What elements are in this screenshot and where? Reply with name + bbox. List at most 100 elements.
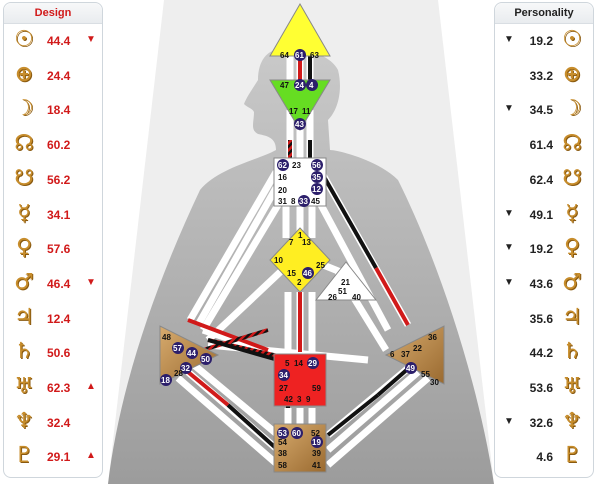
planet-icon: ☽: [14, 96, 34, 122]
planet-icon: ☋: [14, 165, 34, 191]
personality-row: ♃35.6: [495, 303, 593, 333]
gate-marker: [311, 183, 323, 195]
personality-row: ☽34.5▼: [495, 94, 593, 124]
gate-marker: [200, 353, 212, 365]
gate-line-value: 24.4: [47, 68, 71, 83]
bodygraph-chart: 64 61 63 47 24 4 17 11 43 62 23 56 16 35…: [108, 0, 494, 484]
gate-line-value: 44.2: [529, 346, 553, 361]
gate-label: 18: [161, 376, 170, 385]
gate-marker: [405, 362, 417, 374]
planet-icon: ☊: [14, 131, 34, 157]
planet-icon: ☊: [562, 131, 582, 157]
gate-label: 26: [328, 293, 337, 302]
gate-marker: [294, 118, 306, 130]
planet-icon: ♇: [14, 443, 34, 469]
gate-marker: [294, 49, 306, 61]
fixing-arrow-icon: ▼: [504, 242, 514, 254]
gate-label: 44: [187, 349, 196, 358]
gate-line-value: 35.6: [529, 311, 553, 326]
design-panel: Design ☉44.4▼⊕24.4☽18.4☊60.2☋56.2☿34.1♀5…: [3, 2, 103, 478]
gate-line-value: 60.2: [47, 138, 71, 153]
gate-label: 7: [289, 238, 294, 247]
gate-line-value: 62.4: [529, 172, 553, 187]
design-row: ♂46.4▼: [4, 268, 102, 298]
gate-label: 10: [274, 256, 283, 265]
gate-label: 59: [312, 384, 321, 393]
personality-title: Personality: [495, 3, 593, 24]
personality-row: ♀19.2▼: [495, 233, 593, 263]
gate-line-value: 12.4: [47, 311, 71, 326]
personality-row: ☊61.4: [495, 129, 593, 159]
gate-label: 9: [306, 395, 311, 404]
planet-icon: ♄: [14, 339, 34, 365]
fixing-arrow-icon: ▼: [86, 276, 96, 288]
gate-label: 24: [295, 81, 304, 90]
gate-label: 20: [278, 186, 287, 195]
gate-line-value: 50.6: [47, 346, 71, 361]
gate-label: 63: [310, 51, 319, 60]
gate-marker: [306, 79, 318, 91]
design-row: ♆32.4: [4, 407, 102, 437]
gate-label: 17: [289, 107, 298, 116]
gate-label: 5: [285, 359, 290, 368]
gate-label: 19: [312, 438, 321, 447]
gate-label: 33: [299, 197, 308, 206]
planet-icon: ♅: [14, 374, 34, 399]
gate-marker: [302, 267, 314, 279]
design-row: ♃12.4: [4, 303, 102, 333]
gate-label: 6: [390, 350, 395, 359]
gate-label: 46: [303, 269, 312, 278]
fixing-arrow-icon: ▼: [504, 34, 514, 45]
fixing-arrow-icon: ▼: [86, 34, 96, 45]
fixing-arrow-icon: ▲: [86, 381, 96, 392]
gate-marker: [172, 342, 184, 354]
planet-icon: ☽: [562, 96, 582, 122]
personality-row: ♆32.6▼: [495, 407, 593, 437]
gate-line-value: 33.2: [529, 68, 553, 83]
gate-marker: [180, 362, 192, 374]
design-row: ☊ 60.2: [4, 129, 102, 159]
gate-label: 21: [341, 278, 350, 287]
design-row: ☿34.1: [4, 199, 102, 229]
gate-marker: [311, 171, 323, 183]
gate-label: 42: [284, 395, 293, 404]
gate-label: 13: [302, 238, 311, 247]
design-title: Design: [4, 3, 102, 24]
design-row: ☉44.4▼: [4, 25, 102, 55]
g-center: [269, 227, 331, 293]
gate-line-value: 49.1: [529, 207, 553, 222]
fixing-arrow-icon: ▼: [504, 415, 514, 427]
personality-row: ♄ 44.2: [495, 337, 593, 367]
gate-label: 52: [311, 429, 320, 438]
gate-label: 58: [278, 461, 287, 470]
gate-label: 3: [297, 395, 302, 404]
gate-line-value: 32.4: [47, 415, 71, 430]
planet-icon: ☉: [14, 27, 34, 52]
design-row: ⊕ 24.4: [4, 60, 102, 90]
heart-center: [314, 261, 378, 301]
design-row: ♄ 50.6: [4, 337, 102, 367]
personality-row: ♅53.6: [495, 372, 593, 402]
planet-icon: ⊕: [14, 61, 34, 87]
planet-icon: ☿: [565, 200, 579, 226]
design-row: ☋ 56.2: [4, 164, 102, 194]
gate-line-value: 57.6: [47, 242, 71, 257]
planet-icon: ♄: [562, 339, 582, 365]
gate-label: 15: [287, 269, 296, 278]
gate-label: 4: [309, 81, 314, 90]
gate-line-value: 56.2: [47, 172, 71, 187]
gate-marker: [294, 79, 306, 91]
planet-icon: ☿: [17, 200, 31, 226]
design-row: ♅62.3▲: [4, 372, 102, 402]
gate-label: 32: [181, 364, 190, 373]
gate-line-value: 4.6: [536, 450, 553, 465]
gate-label: 22: [413, 344, 422, 353]
gate-marker: [160, 374, 172, 386]
fixing-arrow-icon: ▼: [504, 103, 514, 115]
gate-label: 1: [298, 231, 303, 240]
gate-marker: [277, 427, 289, 439]
fixing-arrow-icon: ▼: [504, 276, 514, 288]
gate-marker: [291, 427, 303, 439]
gate-marker: [278, 369, 290, 381]
planet-icon: ☉: [562, 27, 582, 52]
